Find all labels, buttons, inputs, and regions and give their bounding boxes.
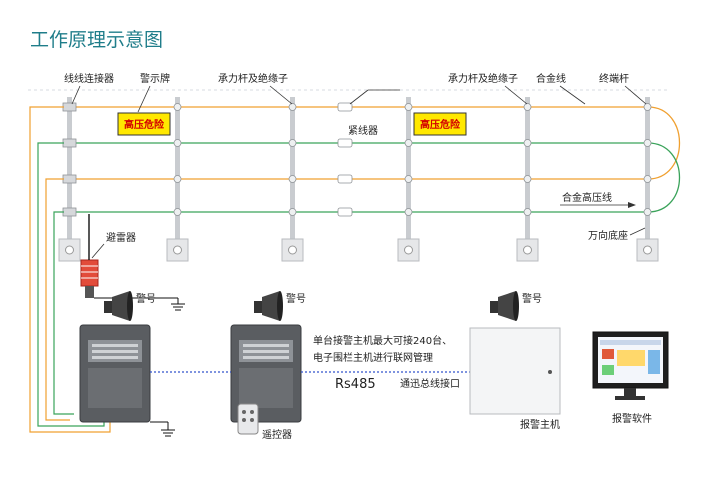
pole-6 — [636, 97, 659, 262]
label-horn-2: 警号 — [286, 292, 306, 305]
fence-host-2 — [230, 324, 302, 423]
pole-2 — [166, 97, 189, 262]
svg-text:高压危险: 高压危险 — [420, 118, 461, 131]
horn-2 — [254, 291, 283, 321]
label-pole-insulator-2: 承力杆及绝缘子 — [448, 72, 518, 85]
label-connector: 线线连接器 — [64, 72, 114, 85]
warning-sign-2: 高压危险 — [413, 112, 467, 136]
tensioners — [337, 102, 353, 217]
label-tensioner: 紧线器 — [348, 124, 378, 137]
pole-4 — [397, 97, 420, 262]
network-note-2: 电子围栏主机进行联网管理 — [313, 351, 433, 364]
alarm-host — [469, 327, 561, 415]
label-pole-insulator-1: 承力杆及绝缘子 — [218, 72, 288, 85]
label-base: 万向底座 — [588, 229, 628, 242]
pole-1 — [58, 97, 81, 262]
fence-poles — [58, 97, 659, 262]
label-remote: 遥控器 — [262, 428, 292, 441]
label-rs485: Rs485 — [335, 377, 376, 392]
feed-wires — [29, 106, 111, 433]
label-alarm-host: 报警主机 — [520, 418, 560, 431]
label-end-pole: 终端杆 — [599, 72, 629, 85]
end-loop-green — [647, 142, 680, 213]
lightning-arrester — [80, 259, 99, 298]
alarm-software-monitor — [592, 331, 669, 400]
fence-wires — [70, 106, 680, 213]
horn-1 — [104, 291, 133, 321]
fence-host-1 — [79, 324, 151, 423]
label-lightning: 避雷器 — [106, 231, 136, 244]
label-horn-3: 警号 — [522, 292, 542, 305]
label-sign: 警示牌 — [140, 72, 170, 85]
svg-text:高压危险: 高压危险 — [124, 118, 165, 131]
label-horn-1: 警号 — [136, 292, 156, 305]
network-note-1: 单台接警主机最大可接240台、 — [313, 334, 452, 347]
warning-sign-1: 高压危险 — [117, 112, 171, 136]
label-bus-port: 通迅总线接口 — [400, 377, 460, 390]
pole-5 — [516, 97, 539, 262]
insulators — [173, 103, 652, 216]
label-alloy-wire: 合金线 — [536, 72, 566, 85]
horn-3 — [490, 291, 519, 321]
label-alarm-software: 报警软件 — [612, 412, 652, 425]
end-loop-orange — [647, 106, 680, 180]
label-hv-wire: 合金高压线 — [562, 191, 612, 204]
diagram-title: 工作原理示意图 — [30, 29, 163, 51]
remote-control — [237, 403, 259, 435]
pole-3 — [281, 97, 304, 262]
